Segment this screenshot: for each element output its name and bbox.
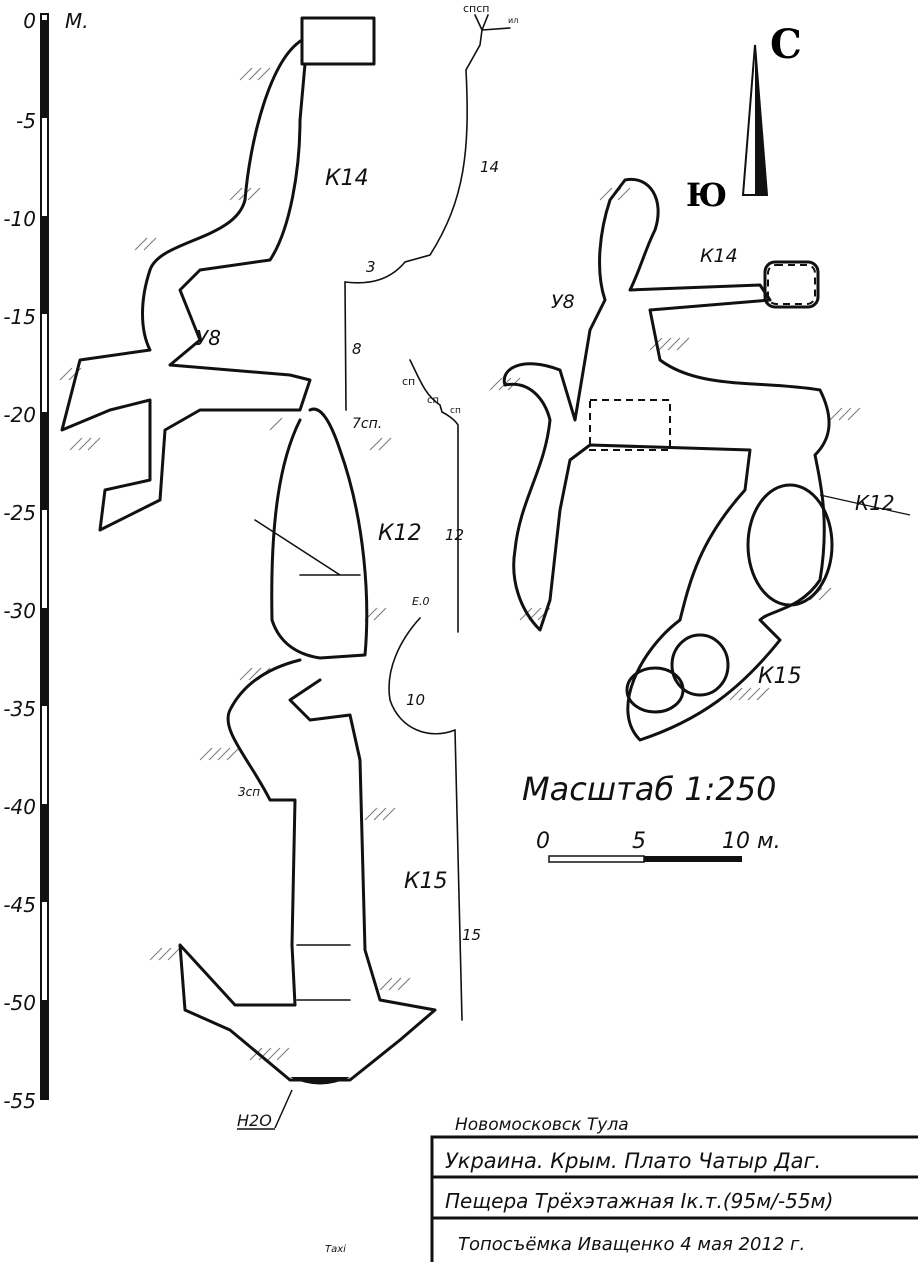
scale-bar: Масштаб 1:250 0 5 10 м. [522,770,781,863]
profile-label-k15: К15 [404,869,448,894]
scale-tick-10: 10 м. [722,829,781,854]
profile-k15-wall [178,658,437,1082]
survey-team: Новомосковск Тула [455,1115,629,1135]
depth-tick-label: -50 [3,991,36,1015]
profile-label-u8: У8 [196,326,221,350]
survey-leg-14: 14 [480,158,499,176]
plan-label-k14: К14 [700,245,738,267]
profile-label-k14: К14 [325,166,369,191]
signature: Таxi [325,1244,346,1255]
station-note-spsp: спсп [463,2,489,15]
plan-label-u8: У8 [551,291,575,313]
station-note-sp-2: сп [427,395,439,406]
profile-k12-wall [270,407,369,660]
title-cave-name: Пещера Трёхэтажная Iк.т.(95м/-55м) [445,1189,833,1213]
survey-leg-8: 8 [352,340,362,358]
survey-leg-3: 3 [366,258,376,276]
plan-wall-upper [502,177,831,742]
station-note-sp-1: сп [402,375,415,388]
plan-entrance-shaft [763,260,820,309]
station-note-il: ил [508,16,518,25]
station-note-e0: Е.0 [412,595,429,608]
depth-tick-label: -45 [3,893,36,917]
profile-note-7sp: 7сп. [352,416,382,432]
depth-tick-label: -30 [3,599,36,623]
cave-profile: К14 У8 К12 К15 Н2О 3сп 7сп. [59,16,448,1130]
survey-line: 14 3 8 12 10 15 спсп ил сп сп сп Е.0 [344,2,518,1021]
station-note-sp-3: сп [450,406,461,416]
depth-scale-segment [41,412,48,510]
depth-scale-segment [41,1000,48,1098]
survey-leg-15: 15 [462,926,481,944]
depth-scale-segment [41,804,48,902]
depth-tick-label: 0 [23,9,36,33]
depth-tick-label: -10 [3,207,36,231]
compass-south-label: Ю [686,176,727,214]
depth-scale-segment [41,608,48,706]
survey-leg-10: 10 [406,691,425,709]
depth-tick-label: -25 [3,501,36,525]
profile-k14-wall [60,38,312,532]
cave-plan: К14 У8 К12 К15 [489,177,911,742]
plan-overlap-zone [589,399,671,451]
entrance-block [300,16,376,66]
compass-north-label: С [770,21,802,68]
plan-label-k12: К12 [855,491,895,515]
depth-scale-segment [41,216,48,314]
profile-hatching [59,67,411,1061]
depth-scale: М. 0 -5 -10 -15 -20 -25 -30 -35 -40 -45 -50 -55 [3,9,88,1113]
depth-tick-label: -20 [3,403,36,427]
depth-tick-label: -5 [16,109,36,133]
title-surveyor-date: Топосъёмка Иващенко 4 мая 2012 г. [458,1234,805,1255]
depth-tick-label: -15 [3,305,36,329]
depth-tick-label: -40 [3,795,36,819]
plan-label-k15: К15 [758,664,802,689]
profile-note-3sp: 3сп [238,785,260,799]
survey-leg-12: 12 [445,526,464,544]
water-label: Н2О [237,1111,272,1130]
title-block: Новомосковск Тула Украина. Крым. Плато Ч… [325,1115,918,1262]
north-arrow: С Ю [686,21,802,214]
depth-tick-label: -55 [3,1089,36,1113]
scale-tick-5: 5 [632,829,646,854]
profile-label-k12: К12 [378,521,422,546]
title-location: Украина. Крым. Плато Чатыр Даг. [445,1149,821,1173]
scale-tick-0: 0 [536,829,550,854]
depth-unit-label: М. [65,9,89,33]
depth-tick-label: -35 [3,697,36,721]
water-pool [290,1077,350,1085]
scale-title: Масштаб 1:250 [522,770,776,808]
depth-scale-segment [41,20,48,118]
